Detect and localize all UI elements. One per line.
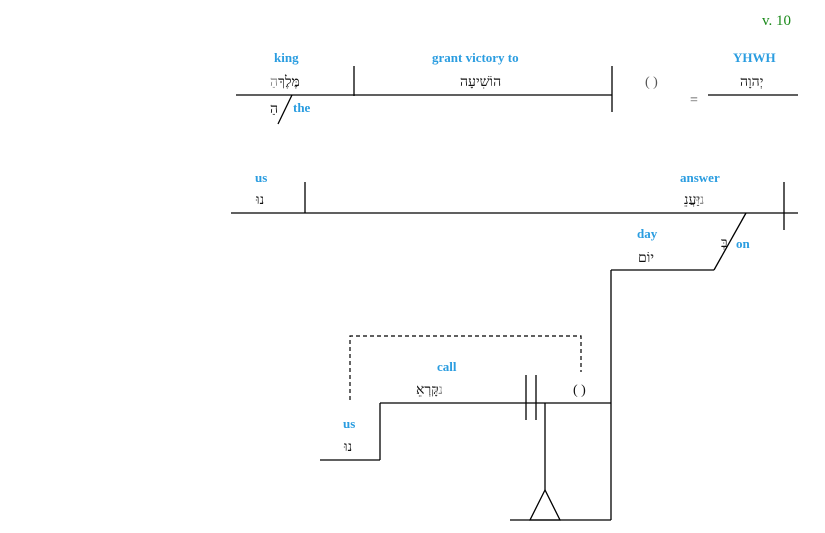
subject-gloss-yhwh: YHWH bbox=[733, 50, 776, 65]
verb-hebrew-answer-suffix: נוּ bbox=[695, 192, 704, 208]
object-gloss-us-2: us bbox=[343, 416, 355, 431]
verb-hebrew-answer: נוּיַעֲנֵ bbox=[684, 192, 704, 208]
equals-sign: = bbox=[690, 93, 698, 108]
verb-hebrew-call-suffix: נוּ bbox=[434, 382, 443, 398]
object-hebrew-king-prefix: הַ bbox=[270, 74, 278, 90]
object-hebrew-king: מֶּלֶךְהַ bbox=[270, 74, 300, 90]
verb-gloss-call: call bbox=[437, 359, 457, 374]
prep-gloss-on: on bbox=[736, 236, 751, 251]
prep-slant-line bbox=[713, 212, 747, 271]
article-modifier-line bbox=[277, 94, 293, 125]
verb-gloss-answer: answer bbox=[680, 170, 720, 185]
subject-hebrew-yhwh: יְהוָה bbox=[740, 74, 763, 90]
article-hebrew: הַ bbox=[270, 101, 278, 117]
clause1-implied-element: ( ) bbox=[645, 75, 658, 90]
verb-hebrew-call-main: קָרְאֵ bbox=[416, 382, 439, 398]
object-gloss-us: us bbox=[255, 170, 267, 185]
object-hebrew-king-main: מֶּלֶךְ bbox=[278, 74, 300, 90]
prep-hebrew: בְּ bbox=[721, 235, 728, 251]
verb-hebrew-answer-main: יַעֲנֵ bbox=[684, 192, 700, 208]
verb-gloss-grant-victory: grant victory to bbox=[432, 50, 519, 65]
verb-hebrew-grant-victory: הוֹשִׁיעָה bbox=[460, 74, 501, 90]
clause3-stand-tripod bbox=[528, 488, 562, 521]
article-gloss-the: the bbox=[293, 100, 311, 115]
object-hebrew-us: נוּ bbox=[255, 192, 264, 208]
resumptive-link-dashed bbox=[349, 335, 582, 400]
prep-object-gloss-day: day bbox=[637, 226, 658, 241]
prep-object-hebrew-day: יוֹם bbox=[638, 250, 654, 266]
object-hebrew-us-2: נוּ bbox=[343, 439, 352, 455]
verse-label: v. 10 bbox=[762, 13, 791, 29]
object-gloss-king: king bbox=[274, 50, 299, 65]
clause3-implied-subject: ( ) bbox=[573, 383, 586, 398]
verb-hebrew-call: נוּקָרְאֵ bbox=[416, 382, 443, 398]
